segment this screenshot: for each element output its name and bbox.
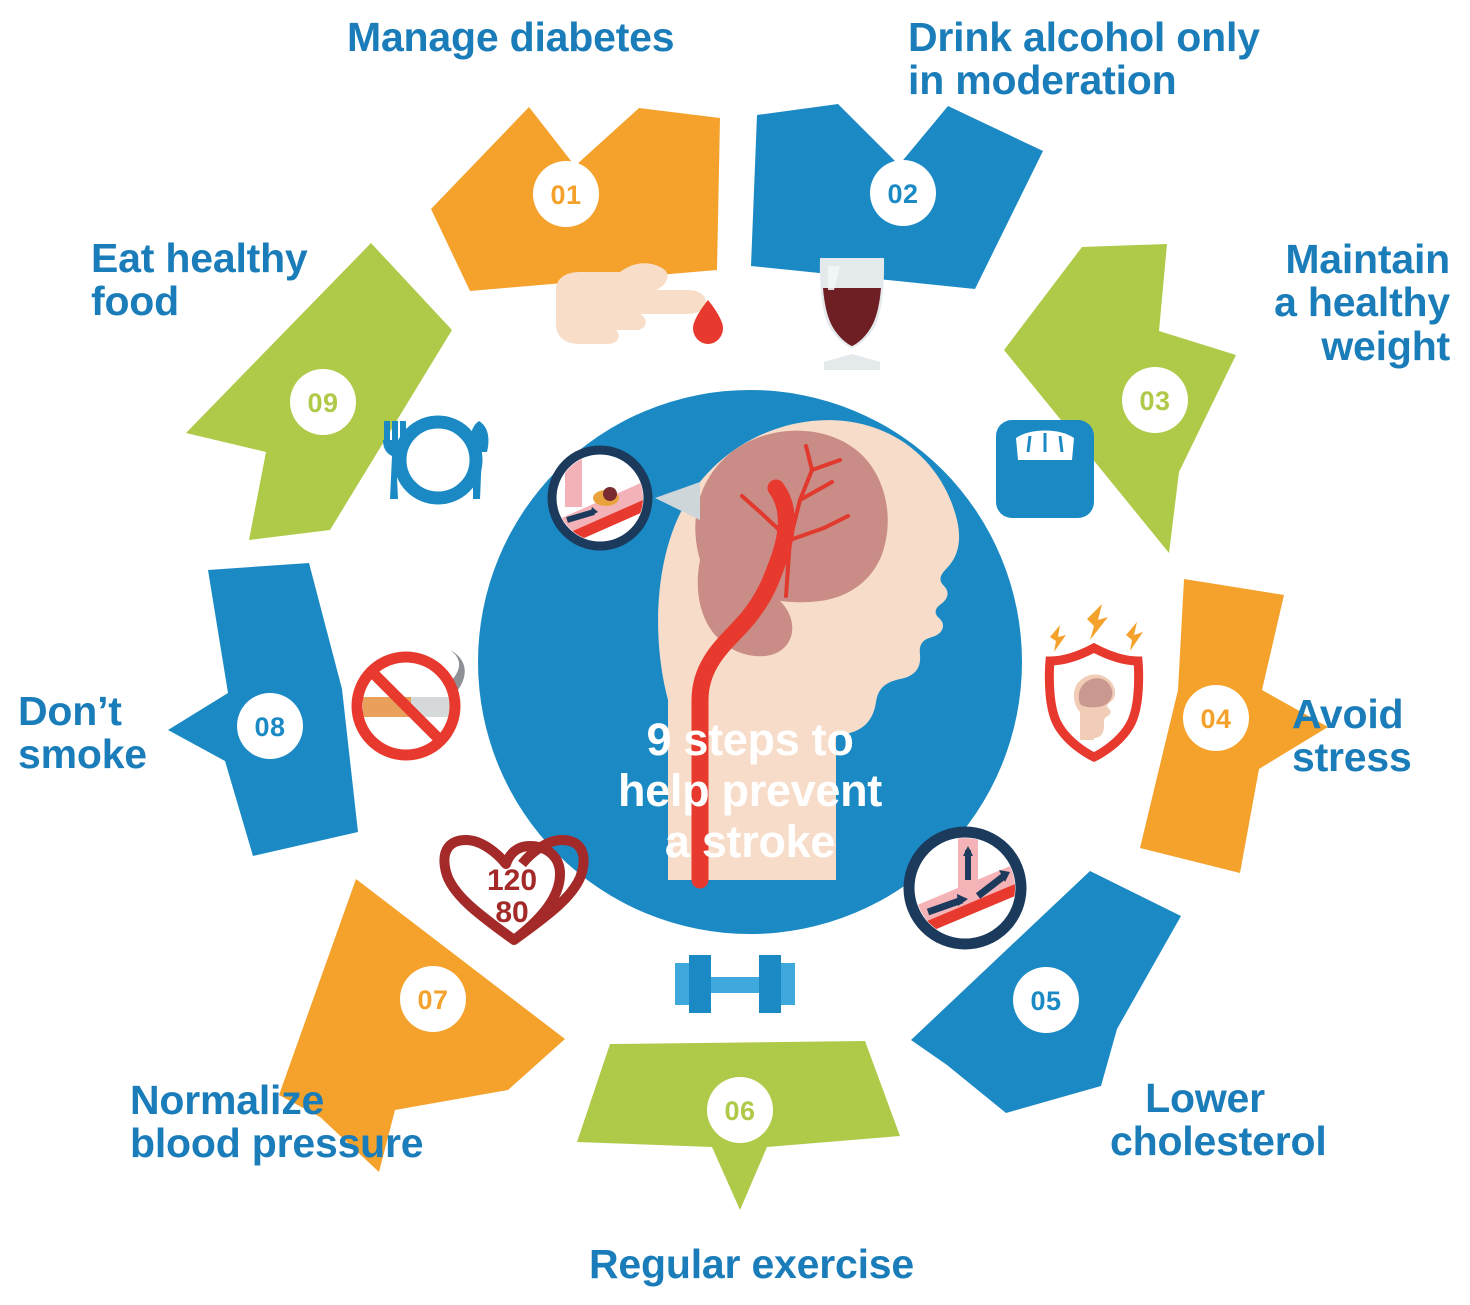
step-arrow-07[interactable]: 07	[279, 879, 565, 1172]
step-number-09: 09	[307, 388, 338, 418]
step-arrow-09[interactable]: 09	[186, 243, 452, 540]
stress-shield-head-icon	[1044, 604, 1144, 762]
step-arrow-04[interactable]: 04	[1140, 579, 1328, 873]
step-badge-09	[290, 369, 356, 435]
step-arrow-01[interactable]: 01	[431, 107, 720, 291]
step-number-04: 04	[1200, 704, 1231, 734]
dumbbell-icon	[675, 955, 795, 1013]
step-badge-01	[533, 161, 599, 227]
step-badge-06	[707, 1077, 773, 1143]
step-label-08: Don’t smoke	[18, 688, 147, 778]
plate-fork-knife-icon	[383, 415, 489, 505]
step-number-06: 06	[724, 1096, 755, 1126]
step-badge-04	[1183, 685, 1249, 751]
step-number-08: 08	[254, 712, 285, 742]
step-badge-05	[1013, 967, 1079, 1033]
step-label-09: Eat healthy food	[91, 235, 308, 325]
diastolic-value: 80	[495, 896, 528, 929]
artery-cholesterol-icon	[903, 826, 1027, 950]
step-number-05: 05	[1030, 986, 1061, 1016]
step-arrow-05[interactable]: 05	[911, 871, 1181, 1113]
step-arrow-02[interactable]: 02	[751, 104, 1043, 289]
step-badge-03	[1122, 367, 1188, 433]
step-badge-08	[237, 693, 303, 759]
heart-blood-pressure-icon: 120 80	[439, 835, 589, 945]
step-label-01: Manage diabetes	[347, 14, 675, 60]
step-number-01: 01	[550, 180, 581, 210]
step-label-02: Drink alcohol only in moderation	[908, 14, 1260, 104]
no-smoking-icon	[351, 650, 465, 761]
step-arrow-08[interactable]: 08	[168, 563, 358, 856]
systolic-value: 120	[487, 864, 537, 897]
bathroom-scale-icon	[996, 420, 1094, 518]
step-number-02: 02	[887, 179, 918, 209]
step-badge-07	[400, 966, 466, 1032]
step-arrow-06[interactable]: 06	[577, 1041, 900, 1210]
step-label-05: Lower cholesterol	[1110, 1075, 1327, 1165]
wine-glass-icon	[819, 258, 885, 370]
step-badge-02	[870, 160, 936, 226]
artery-clot-magnifier-icon	[547, 445, 700, 551]
center-title: 9 steps to help prevent a stroke	[618, 714, 882, 867]
step-label-07: Normalize blood pressure	[130, 1077, 424, 1167]
step-number-03: 03	[1139, 386, 1170, 416]
step-label-06: Regular exercise	[589, 1241, 915, 1287]
step-label-04: Avoid stress	[1292, 691, 1412, 781]
step-arrow-03[interactable]: 03	[1004, 244, 1236, 553]
hand-blood-drop-icon	[556, 263, 723, 344]
step-arrow-03-shape	[1004, 244, 1236, 553]
step-number-07: 07	[417, 985, 448, 1015]
step-label-03: Maintain a healthy weight	[1274, 236, 1450, 369]
head-silhouette	[658, 420, 960, 889]
